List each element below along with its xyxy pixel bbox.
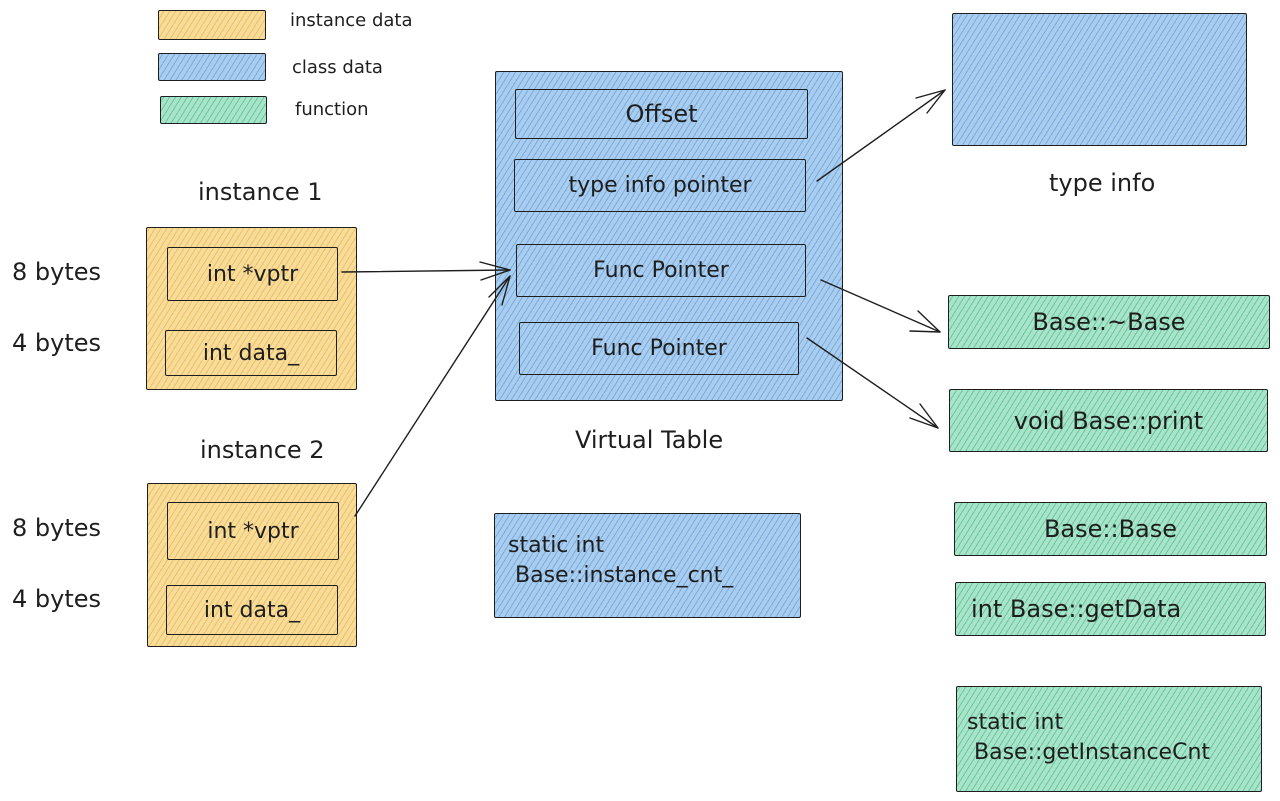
instance-2-data-field: int data_: [166, 585, 338, 635]
legend-label-function: function: [295, 99, 369, 120]
legend-swatch-class: [158, 53, 266, 81]
instance-2-vptr-size: 8 bytes: [12, 514, 102, 542]
function-constructor: Base::Base: [954, 502, 1267, 556]
instance-1-title: instance 1: [198, 178, 323, 206]
arrow-instance1-to-vtable: [341, 261, 511, 281]
legend-label-class: class data: [292, 57, 383, 78]
function-get-instance-cnt-label: static int Base::getInstanceCnt: [967, 710, 1211, 765]
function-get-instance-cnt-box: [956, 686, 1262, 792]
vtable-entry-func-pointer-2: Func Pointer: [519, 322, 799, 375]
vtable-entry-func-pointer-1: Func Pointer: [516, 244, 806, 297]
instance-1-vptr-field: int *vptr: [167, 247, 338, 301]
function-get-data: int Base::getData: [955, 582, 1266, 636]
arrow-instance2-to-vtable: [354, 275, 511, 517]
function-destructor: Base::~Base: [948, 295, 1270, 349]
legend-label-instance: instance data: [290, 10, 413, 31]
function-get-data-label: int Base::getData: [971, 595, 1182, 623]
instance-1-box: [146, 227, 357, 390]
static-member-label: static int Base::instance_cnt_: [508, 533, 734, 588]
vtable-title: Virtual Table: [575, 426, 724, 454]
vtable-box: [495, 71, 843, 401]
instance-2-box: [147, 483, 357, 647]
type-info-box: [952, 13, 1247, 146]
vtable-entry-type-info-pointer: type info pointer: [514, 159, 806, 212]
instance-2-data-size: 4 bytes: [12, 585, 102, 613]
instance-1-data-size: 4 bytes: [12, 329, 102, 357]
instance-1-vptr-size: 8 bytes: [12, 258, 102, 286]
legend-swatch-function: [160, 96, 267, 124]
vtable-entry-offset: Offset: [515, 89, 808, 139]
legend-swatch-instance: [158, 10, 266, 40]
type-info-title: type info: [1049, 169, 1156, 197]
instance-1-data-field: int data_: [165, 330, 337, 376]
static-member-box: [494, 513, 801, 618]
instance-2-vptr-field: int *vptr: [167, 502, 339, 560]
instance-2-title: instance 2: [200, 436, 325, 464]
function-print: void Base::print: [949, 389, 1268, 452]
